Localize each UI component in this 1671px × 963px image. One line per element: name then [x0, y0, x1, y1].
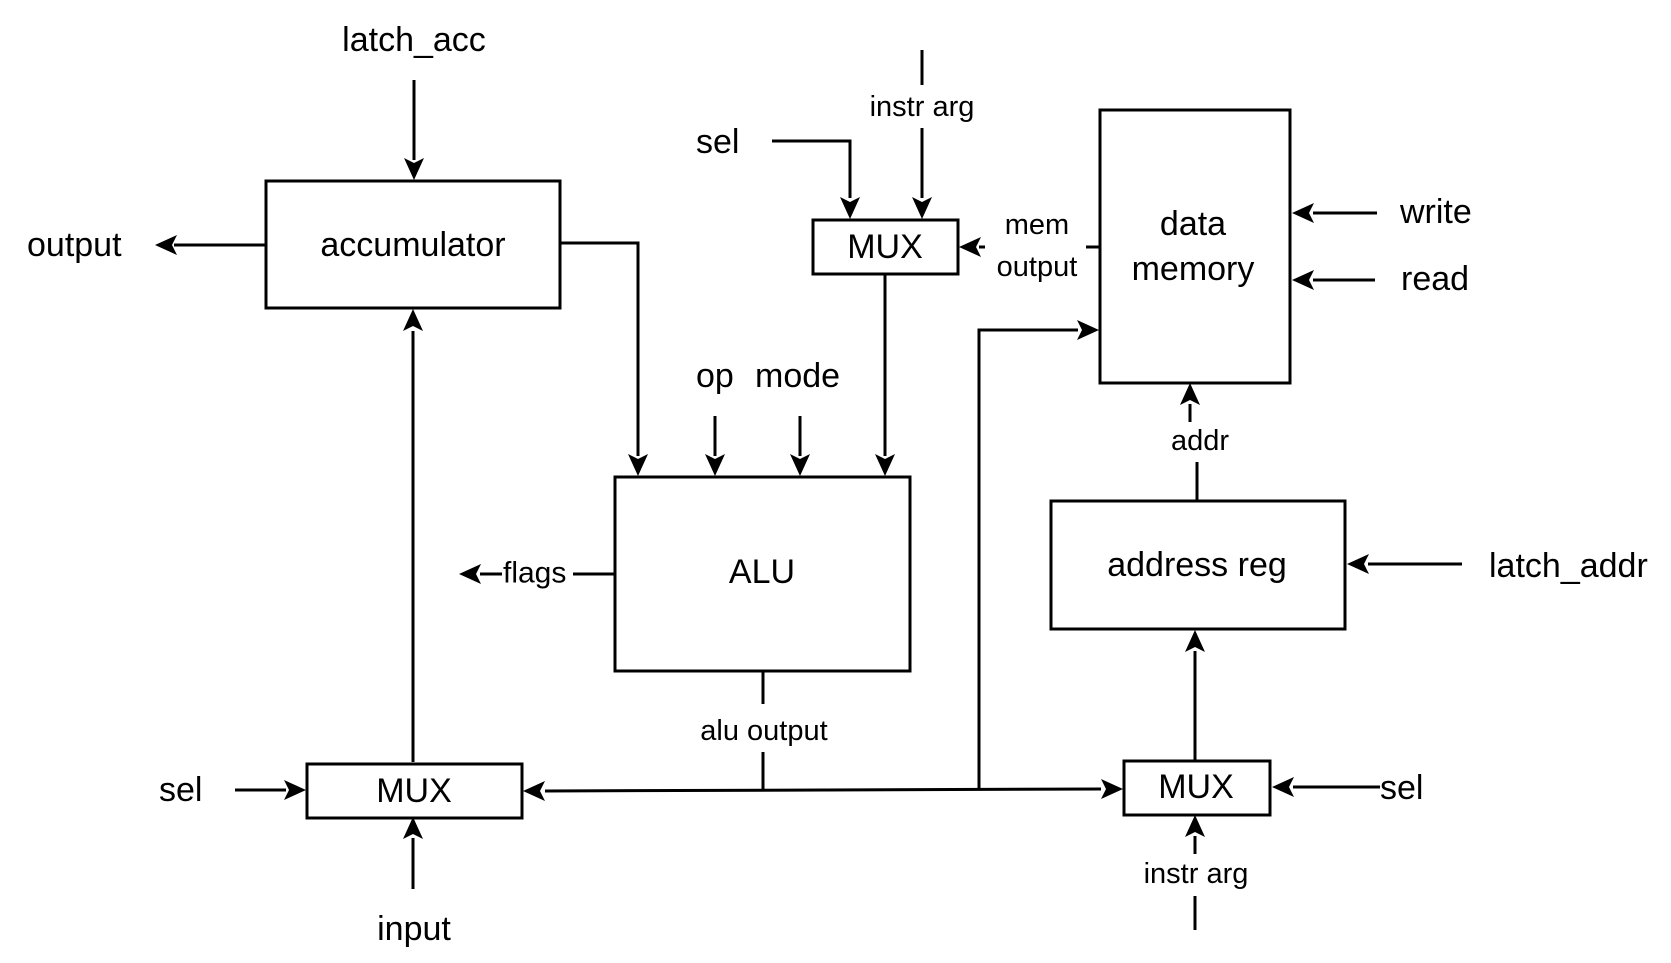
signal-labels: latch_acc output sel instr arg mem outpu…: [27, 21, 1648, 948]
arrowhead-input: [403, 817, 423, 839]
mux-left-box: [305, 762, 524, 820]
address-reg-label: address reg: [1107, 546, 1287, 584]
arrowhead-sel-top: [840, 197, 860, 219]
mux-top-box: [811, 218, 960, 276]
mux-right-box: [1122, 759, 1272, 817]
arrowhead-latch-acc: [404, 158, 424, 180]
accumulator-box: [264, 179, 562, 310]
signal-sel-right: sel: [1380, 769, 1423, 807]
alu-label: ALU: [729, 553, 795, 591]
signal-latch-acc: latch_acc: [342, 21, 486, 59]
mux-right-block: MUX: [1122, 759, 1272, 817]
signal-read: read: [1401, 260, 1469, 298]
mux-top-label: MUX: [847, 228, 923, 266]
signal-instr-arg-bottom: instr arg: [1144, 858, 1249, 890]
wires: [155, 50, 1462, 930]
signal-write: write: [1399, 193, 1472, 231]
wire-acc-to-alu: [560, 241, 640, 456]
arrowhead-write: [1292, 203, 1314, 223]
signal-mode: mode: [755, 357, 840, 395]
signal-latch-addr: latch_addr: [1489, 547, 1648, 585]
alu-block: ALU: [613, 475, 912, 673]
arrowhead-flags: [459, 564, 481, 584]
mux-left-label: MUX: [376, 772, 452, 810]
data-memory-box: [1098, 108, 1292, 385]
arrowhead-read: [1292, 270, 1314, 290]
accumulator-block: accumulator: [264, 179, 562, 310]
components: accumulator ALU data memory address reg …: [264, 108, 1347, 820]
arrowhead-instr-arg-top: [912, 197, 932, 219]
arrowhead-mux-to-acc: [403, 309, 423, 331]
wire-bus-to-memory: [977, 328, 1078, 790]
wire-alu-output-bus: [544, 787, 1102, 793]
arrowhead-op: [705, 454, 725, 476]
arrowhead-bus-to-left-mux: [523, 781, 545, 801]
arrowhead-mode: [790, 454, 810, 476]
signal-mem-output-line1: mem: [1005, 209, 1069, 241]
signal-input: input: [377, 910, 451, 948]
signal-sel-left: sel: [159, 771, 202, 809]
signal-output: output: [27, 226, 122, 264]
alu-box: [613, 475, 912, 673]
signal-op: op: [696, 357, 734, 395]
signal-mem-output-line2: output: [997, 251, 1078, 283]
arrowhead-latch-addr: [1347, 554, 1369, 574]
arrowhead-instr-arg-bottom: [1185, 815, 1205, 837]
arrowhead-sel-right: [1272, 777, 1294, 797]
arrowhead-addr: [1180, 383, 1200, 405]
data-memory-label-line2: memory: [1132, 250, 1255, 288]
mux-right-label: MUX: [1158, 768, 1234, 806]
arrowhead-output: [155, 235, 177, 255]
wire-sel-top: [772, 139, 852, 198]
mux-top-block: MUX: [811, 218, 960, 276]
signal-flags: flags: [503, 557, 566, 590]
data-memory-block: data memory: [1098, 108, 1292, 385]
mux-left-block: MUX: [305, 762, 524, 820]
address-reg-box: [1049, 499, 1347, 631]
arrowhead-right-mux-to-addr: [1185, 630, 1205, 652]
arrowhead-acc-to-alu: [628, 454, 648, 476]
signal-addr: addr: [1171, 425, 1229, 457]
signal-alu-output: alu output: [700, 715, 827, 747]
address-reg-block: address reg: [1049, 499, 1347, 631]
arrowhead-top-mux-to-alu: [875, 454, 895, 476]
arrowhead-sel-left: [284, 780, 306, 800]
arrowhead-mem-output: [959, 237, 981, 257]
arrowhead-bus-to-right-mux: [1101, 779, 1123, 799]
signal-instr-arg-top: instr arg: [870, 91, 975, 123]
arrowhead-bus-to-memory: [1077, 320, 1099, 340]
signal-sel-top: sel: [696, 123, 739, 161]
data-memory-label-line1: data: [1160, 205, 1226, 243]
accumulator-label: accumulator: [320, 226, 505, 264]
